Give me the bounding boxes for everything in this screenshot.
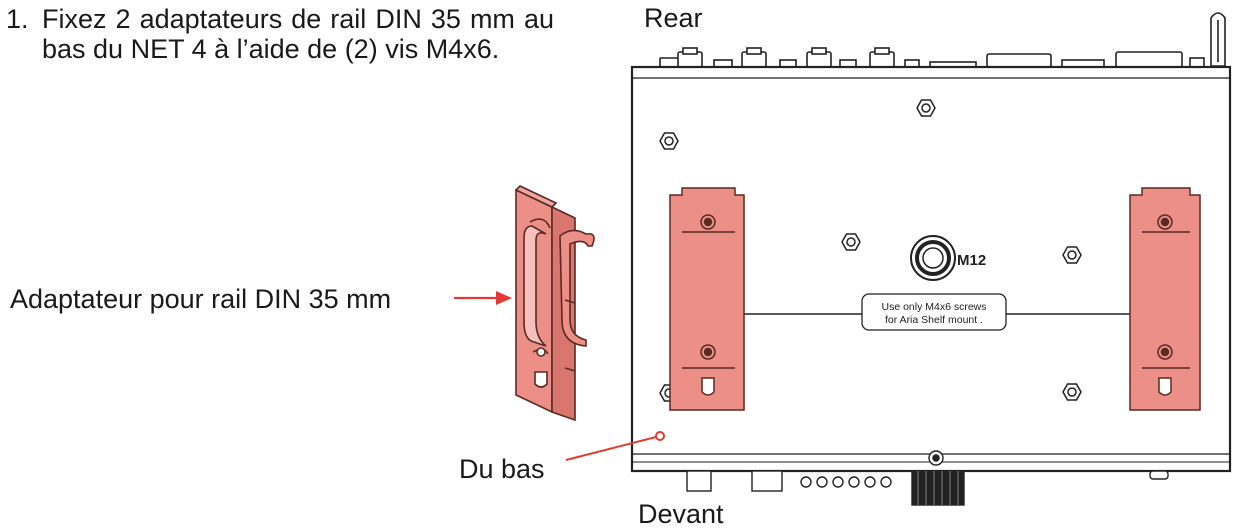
screw-note-line2: for Aria Shelf mount . xyxy=(885,314,983,326)
instruction-step: 1. Fixez 2 adaptateurs de rail DIN 35 mm… xyxy=(6,4,554,64)
adapter-arrow xyxy=(454,291,512,305)
antenna xyxy=(1210,12,1226,67)
front-label: Devant xyxy=(638,499,724,529)
front-panel xyxy=(686,450,1169,506)
screw-note-line1: Use only M4x6 screws xyxy=(881,301,986,313)
m12-mount-hole xyxy=(910,235,956,281)
screw-note-box xyxy=(861,293,1007,331)
adapter-label: Adaptateur pour rail DIN 35 mm xyxy=(10,284,392,314)
step-number: 1. xyxy=(6,4,29,34)
rear-label: Rear xyxy=(644,3,703,33)
rear-connectors xyxy=(659,47,1205,68)
right-mounted-adapter xyxy=(1129,187,1201,411)
left-mounted-adapter xyxy=(669,187,745,411)
bottom-label: Du bas xyxy=(459,454,545,484)
m12-label: M12 xyxy=(957,252,986,269)
step-text: Fixez 2 adaptateurs de rail DIN 35 mm au… xyxy=(42,4,554,64)
bottom-pointer xyxy=(565,431,665,461)
din-rail-adapter xyxy=(514,185,595,422)
